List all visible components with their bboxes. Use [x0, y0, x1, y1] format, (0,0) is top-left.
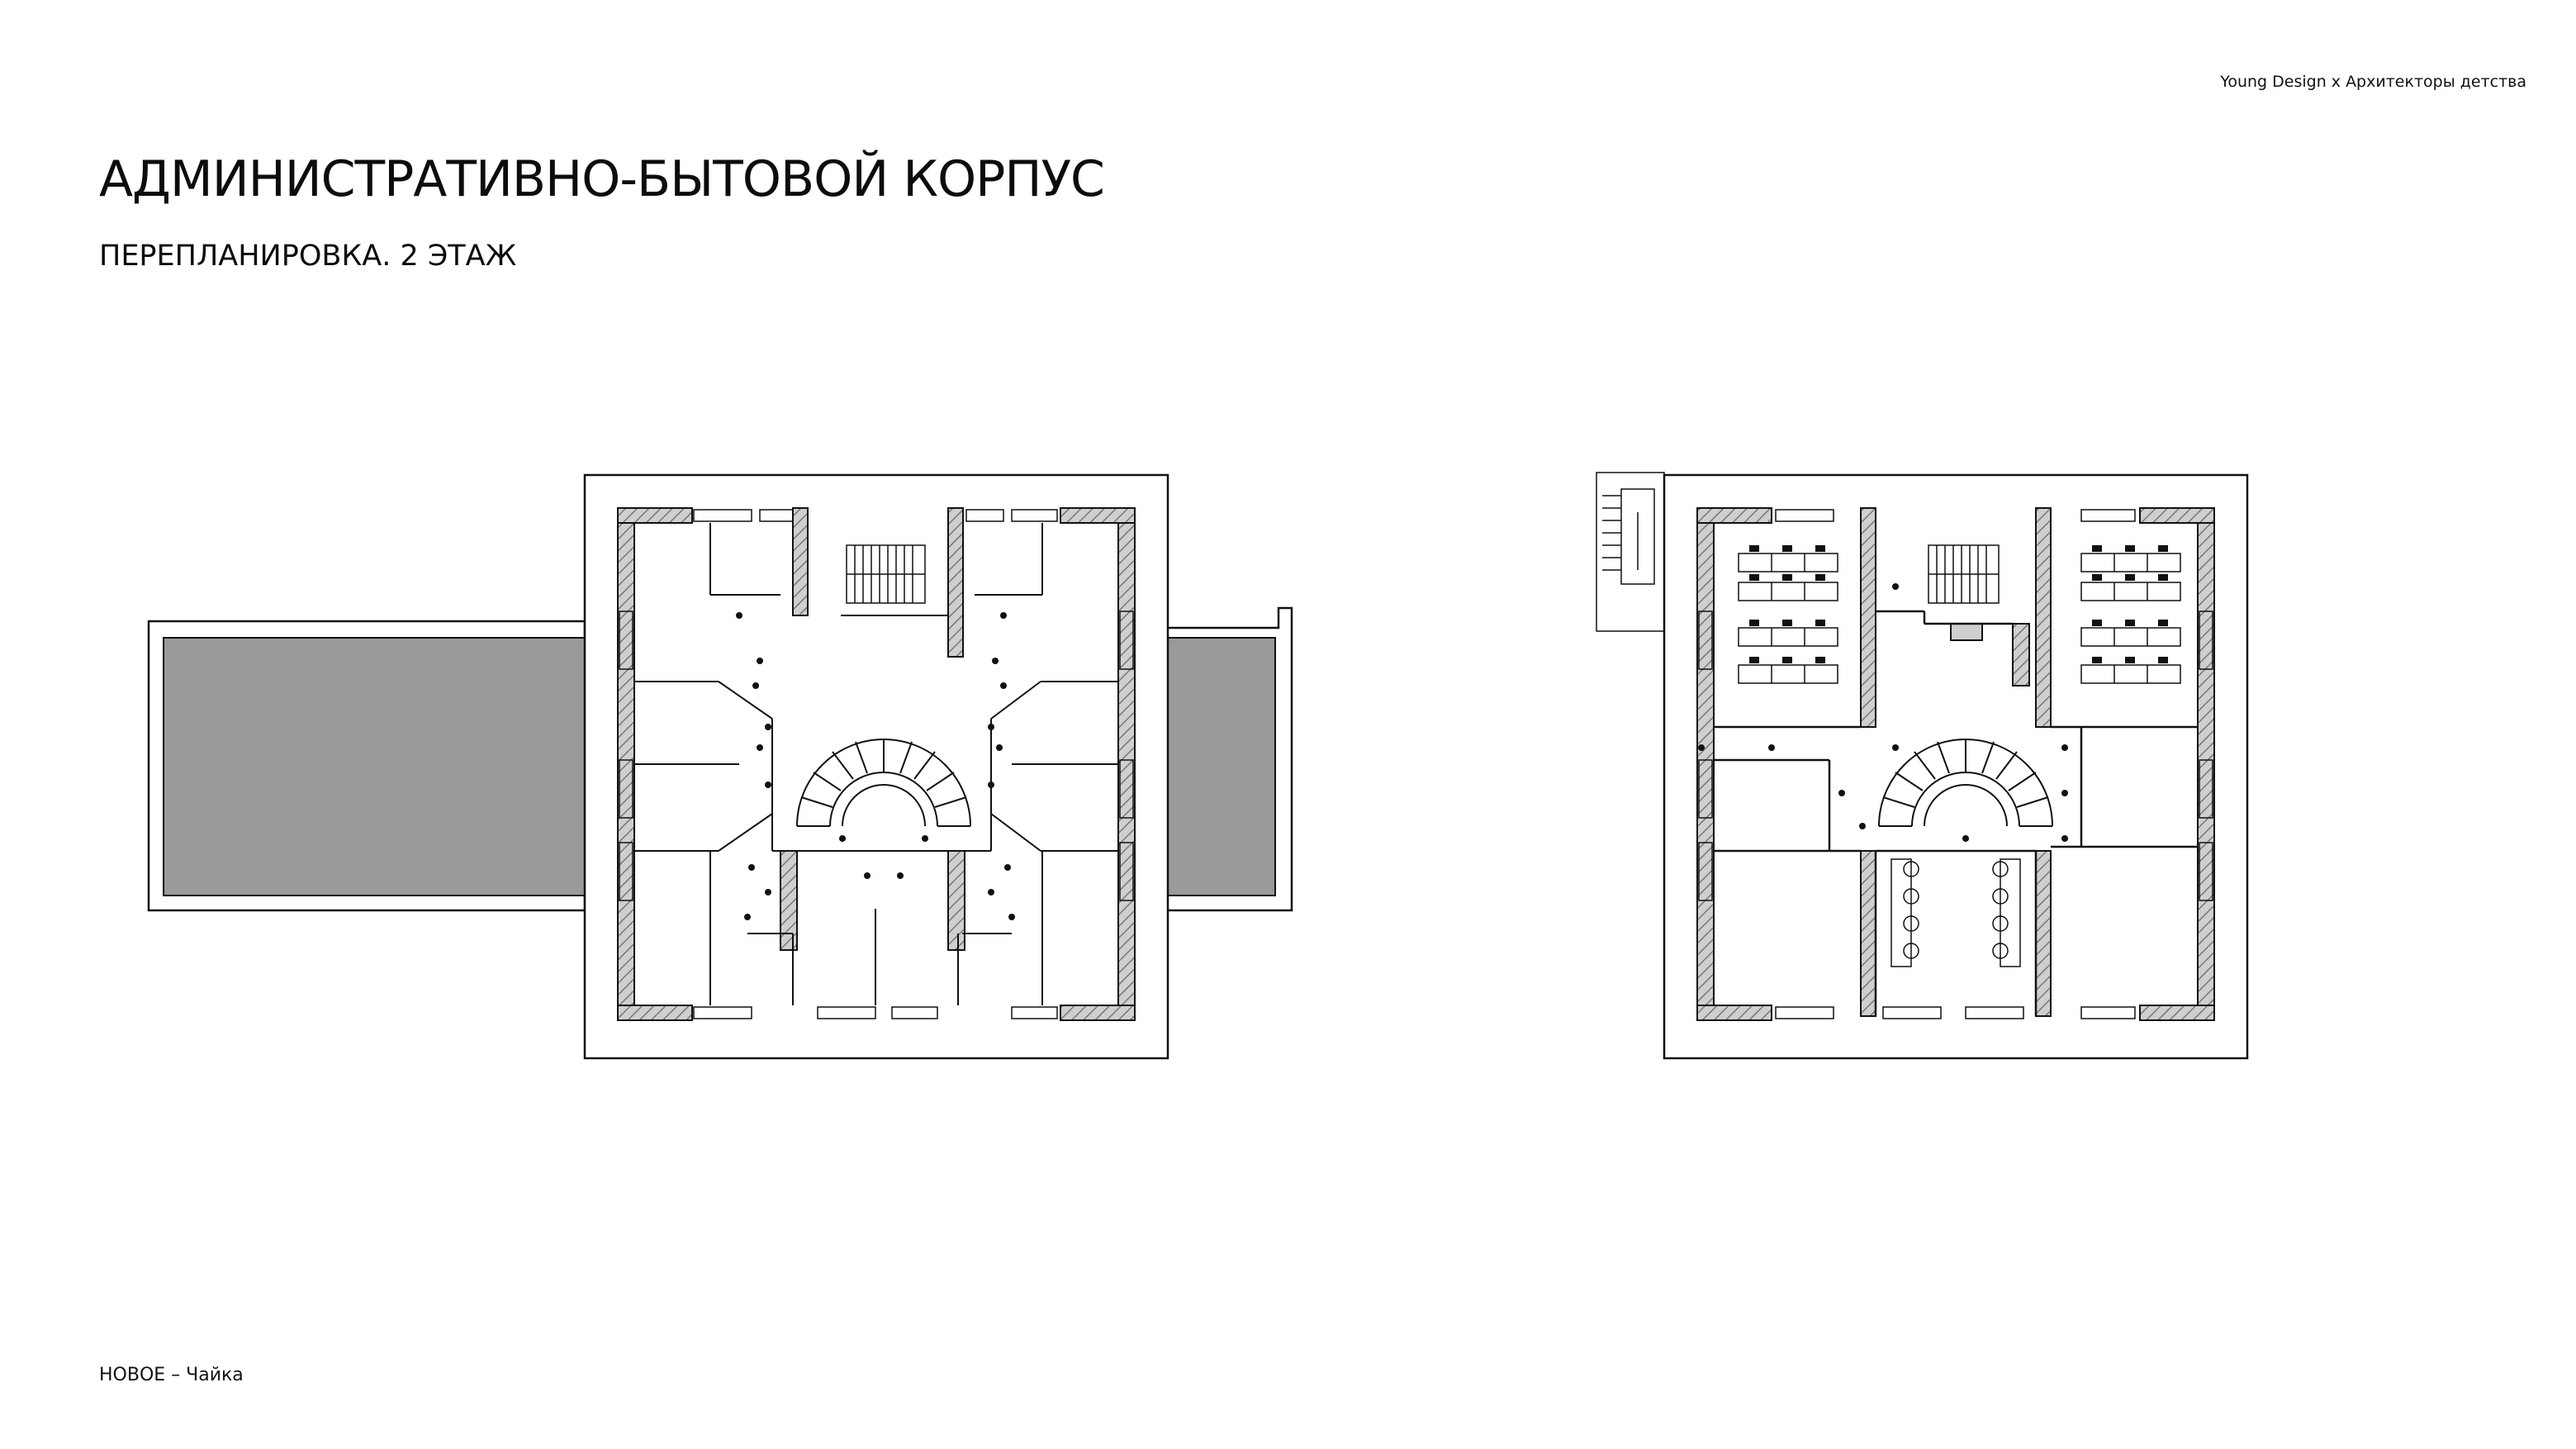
spiral-stair-new — [1878, 739, 2053, 827]
straight-stair-new — [1928, 544, 2000, 604]
right-roof-wing — [1167, 606, 1293, 912]
interior-partitions-new — [1714, 610, 2198, 1016]
windows-new — [1698, 509, 2213, 1019]
straight-stair — [846, 544, 926, 604]
building-outline-new — [1663, 473, 2249, 1060]
doors — [736, 612, 1015, 920]
page-title: АДМИНИСТРАТИВНО-БЫТОВОЙ КОРПУС — [99, 150, 1105, 208]
exterior-walls — [617, 507, 1136, 1021]
desks-left-room — [1738, 545, 1838, 684]
interior-partitions — [634, 523, 1118, 1005]
existing-floor-plan — [147, 473, 1293, 1060]
footer-project: НОВОЕ – Чайка — [99, 1365, 244, 1385]
spiral-stair — [796, 739, 971, 827]
left-roof-wing — [147, 620, 586, 912]
exterior-walls-new — [1696, 507, 2215, 1021]
header-credit: Young Design x Архитекторы детства — [2220, 73, 2526, 91]
doors-new — [1698, 583, 2068, 842]
washroom-fixtures — [1890, 858, 2021, 967]
desks-right-room — [2080, 545, 2181, 684]
annex-stair — [1596, 472, 1665, 632]
windows — [619, 509, 1134, 1019]
redevelopment-floor-plan — [1596, 472, 2249, 1060]
page-subtitle: ПЕРЕПЛАНИРОВКА. 2 ЭТАЖ — [99, 240, 517, 273]
